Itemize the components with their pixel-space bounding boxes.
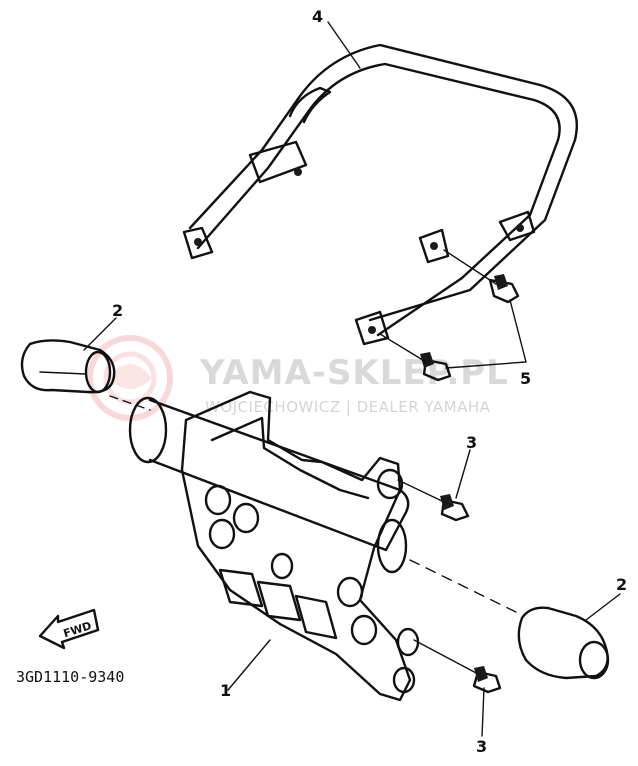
leader-bolt-upper-to-bracket (443, 249, 497, 285)
leader-tube-to-cap-right (409, 559, 521, 615)
leader-screw-upper-to-plate (397, 479, 445, 503)
screw-part-3-lower (472, 666, 502, 694)
leader-cap-left-to-tube (109, 395, 151, 411)
bolt-part-5-upper (488, 274, 520, 304)
diagram-code: 3GD1110-9340 (16, 668, 124, 686)
callout-3-lower: 3 (476, 737, 487, 756)
callout-3-upper: 3 (466, 433, 477, 452)
callout-4: 4 (312, 7, 323, 26)
callout-leaders (83, 21, 621, 737)
watermark-sub-text: WOJCIECHOWICZ | DEALER YAMAHA (205, 398, 491, 416)
watermark: YAMA-SKLEP.PL WOJCIECHOWICZ | DEALER YAM… (87, 335, 509, 421)
callout-2-right: 2 (616, 575, 627, 594)
leader-screw-lower-to-plate (413, 639, 479, 675)
watermark-logo (87, 335, 173, 421)
callout-2-left: 2 (112, 301, 123, 320)
leader-bolt-lower-to-bracket (379, 333, 427, 363)
end-cap-part-2-right (517, 606, 610, 680)
callout-1: 1 (220, 681, 231, 700)
guard-plate-part-1 (180, 390, 420, 702)
grab-bar-part-4 (182, 43, 578, 346)
watermark-main-text: YAMA-SKLEP.PL (199, 353, 509, 393)
callout-5: 5 (520, 369, 531, 388)
leader-callout-5 (445, 299, 527, 369)
bolt-part-5-lower (420, 352, 452, 382)
screw-part-3-upper (440, 494, 470, 522)
end-cap-part-2-left (20, 339, 116, 394)
fwd-arrow: FWD (38, 608, 100, 650)
